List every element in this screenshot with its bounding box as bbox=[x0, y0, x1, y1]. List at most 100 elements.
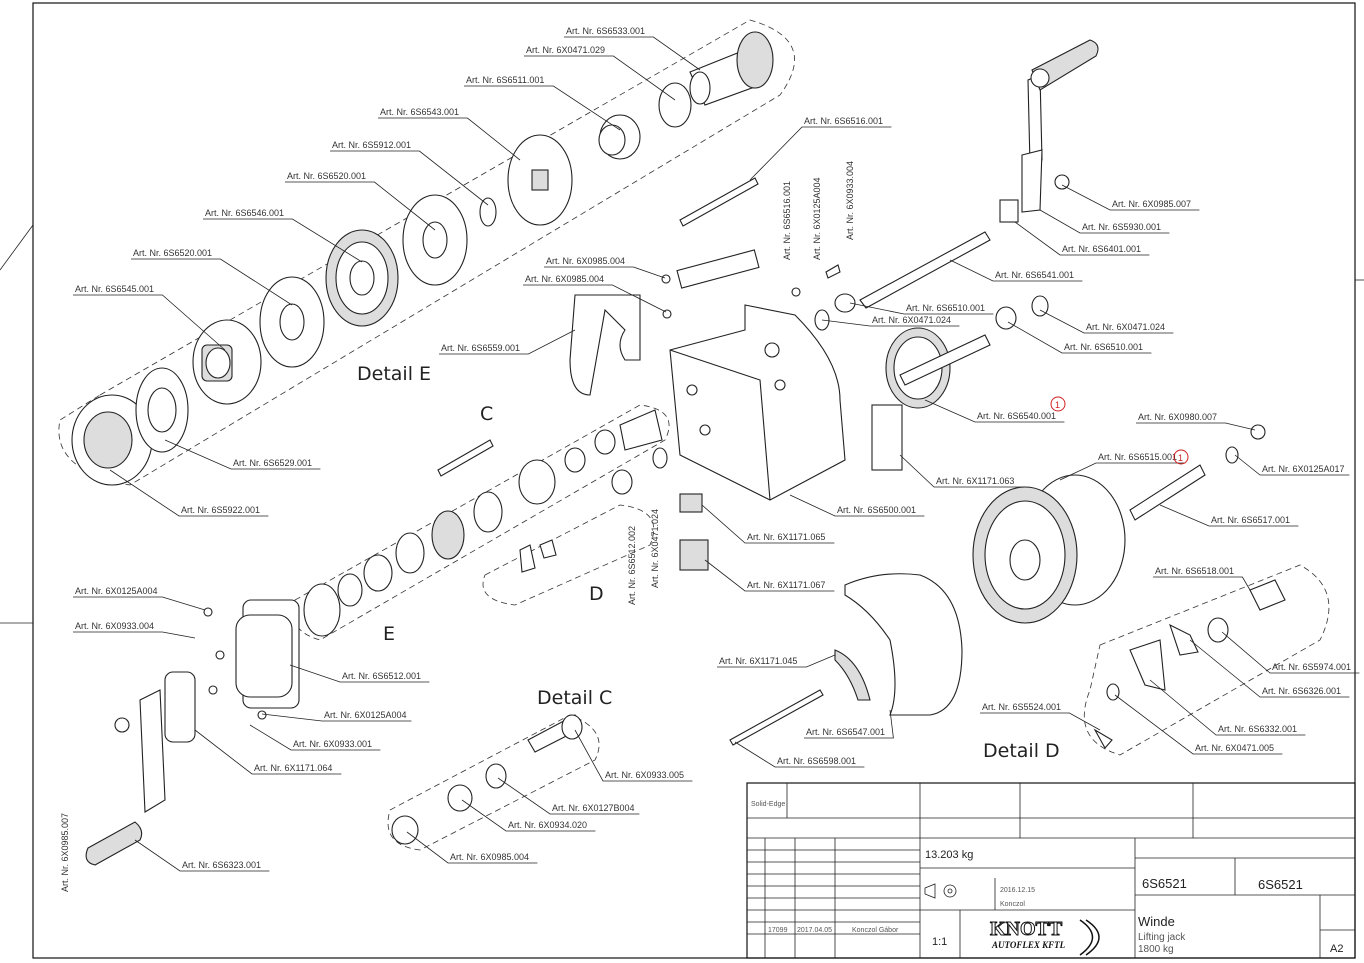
callout-label: Art. Nr. 6S6517.001 bbox=[1211, 515, 1290, 525]
callout-label: Art. Nr. 6S6510.001 bbox=[906, 303, 985, 313]
callout-label: Art. Nr. 6S6541.001 bbox=[995, 270, 1074, 280]
shaft-6s6517 bbox=[1129, 464, 1206, 521]
crank-handle-6s5930 bbox=[999, 39, 1099, 223]
leader-line bbox=[203, 218, 363, 263]
tb-part-no: 6S6521 bbox=[1258, 877, 1303, 892]
callout-label: Art. Nr. 6X0985.004 bbox=[525, 274, 604, 284]
detail-d-letter: D bbox=[589, 583, 604, 605]
leader-line bbox=[849, 302, 994, 315]
sticker-6x1171-064 bbox=[164, 671, 196, 743]
pinion-shaft-6s6533 bbox=[689, 31, 774, 106]
latch-plate bbox=[676, 249, 760, 289]
leader-line bbox=[1039, 209, 1170, 234]
callout-label: Art. Nr. 6X1171.045 bbox=[719, 656, 797, 666]
callout-label: Art. Nr. 6S6323.001 bbox=[182, 860, 261, 870]
callout-label: Art. Nr. 6X0980.007 bbox=[1138, 412, 1217, 422]
ratchet-wheel-6s6546 bbox=[325, 229, 399, 327]
leader-line bbox=[574, 729, 693, 782]
leader-line bbox=[1159, 504, 1299, 527]
svg-text:1: 1 bbox=[1055, 400, 1060, 410]
leader-line bbox=[899, 454, 1024, 488]
tb-scale: 1:1 bbox=[932, 936, 947, 948]
leader-line bbox=[1039, 309, 1174, 334]
callout-label: Art. Nr. 6S6516.001 bbox=[804, 116, 883, 126]
nut-6x0985-004-c bbox=[391, 815, 419, 845]
leader-line bbox=[285, 181, 436, 231]
callout-label: Art. Nr. 6S6598.001 bbox=[777, 756, 856, 766]
callout-label: Art. Nr. 6X0985.004 bbox=[546, 256, 625, 266]
sticker-6x1171-065 bbox=[679, 493, 703, 513]
sticker-6x1171-063 bbox=[871, 404, 903, 471]
tb-size: A2 bbox=[1330, 943, 1343, 955]
bolt-6s6598 bbox=[729, 689, 824, 746]
leader-line bbox=[73, 294, 226, 351]
leader-line bbox=[330, 150, 489, 206]
small-detail-d bbox=[482, 504, 655, 606]
tb-load: 1800 kg bbox=[1138, 944, 1174, 955]
nut-6x0985-004-a bbox=[661, 274, 671, 284]
callout-label: Art. Nr. 6X0471.024 bbox=[872, 315, 951, 325]
leader-line bbox=[1014, 221, 1150, 256]
tb-mass: 13.203 kg bbox=[925, 849, 973, 861]
revision-rows bbox=[747, 838, 920, 958]
callout-label: Art. Nr. 6S5912.001 bbox=[332, 140, 411, 150]
detail-e-letter: E bbox=[383, 623, 395, 645]
bushing-6s6510-b bbox=[995, 306, 1017, 330]
callout-label: Art. Nr. 6X0933.005 bbox=[605, 770, 684, 780]
revision-mark-2: 1 bbox=[1173, 449, 1189, 465]
leader-line bbox=[1136, 422, 1256, 431]
nut-6x0980-007 bbox=[1250, 424, 1266, 440]
cover-6s5922 bbox=[71, 394, 153, 486]
circlip-6x0471-005 bbox=[1106, 683, 1120, 701]
svg-text:AUTOFLEX KFTL: AUTOFLEX KFTL bbox=[991, 940, 1066, 950]
sticker-6x1171-045 bbox=[834, 649, 871, 701]
vertical-callout-label: Art. Nr. 6X0985.007 bbox=[60, 813, 70, 892]
pin-6s6516 bbox=[679, 177, 759, 227]
leader-line bbox=[378, 117, 521, 161]
callout-label: Art. Nr. 6S5930.001 bbox=[1082, 222, 1161, 232]
bushing-6s6510-a bbox=[834, 293, 856, 313]
leader-line bbox=[821, 319, 960, 327]
callout-label: Art. Nr. 6S6518.001 bbox=[1155, 566, 1234, 576]
nut-6x0985-007-b bbox=[114, 717, 130, 733]
leader-line bbox=[1061, 184, 1200, 211]
callout-label: Art. Nr. 6S5922.001 bbox=[181, 505, 260, 515]
tb-drawing-no: 6S6521 bbox=[1142, 876, 1187, 891]
callout-label: Art. Nr. 6X0934.020 bbox=[508, 820, 587, 830]
tb-title-en: Lifting jack bbox=[1138, 932, 1186, 943]
callout-label: Art. Nr. 6X0471.005 bbox=[1195, 743, 1274, 753]
leader-line bbox=[564, 36, 701, 71]
tb-date: 2016.12.15 bbox=[1000, 887, 1035, 894]
leader-line bbox=[461, 799, 596, 832]
leader-lines bbox=[73, 36, 1360, 872]
callout-label: Art. Nr. 6X0127B004 bbox=[552, 803, 635, 813]
svg-text:1: 1 bbox=[1178, 453, 1183, 463]
callout-label: Art. Nr. 6S6510.001 bbox=[1064, 342, 1143, 352]
leader-line bbox=[1114, 694, 1283, 755]
nut-6x0985-007 bbox=[1054, 174, 1070, 190]
callout-label: Art. Nr. 6S6546.001 bbox=[205, 208, 284, 218]
svg-text:KNOTT: KNOTT bbox=[990, 918, 1063, 940]
callout-label: Art. Nr. 6S6401.001 bbox=[1062, 244, 1141, 254]
gear-6s6540 bbox=[885, 327, 991, 409]
callout-label: Art. Nr. 6S6332.001 bbox=[1218, 724, 1297, 734]
callout-label: Art. Nr. 6X1171.067 bbox=[747, 580, 825, 590]
pawl-6s6332 bbox=[1129, 639, 1166, 691]
callout-label: Art. Nr. 6S6543.001 bbox=[380, 107, 459, 117]
leader-line bbox=[406, 831, 538, 864]
vertical-callout-label: Art. Nr. 6X0125A004 bbox=[812, 177, 822, 260]
callout-label: Art. Nr. 6X1171.064 bbox=[254, 763, 332, 773]
bolts-top-center bbox=[661, 177, 841, 319]
tb-rev-no: 17099 bbox=[768, 927, 788, 934]
leader-line bbox=[164, 439, 321, 470]
callout-label: Art. Nr. 6X0933.004 bbox=[75, 621, 154, 631]
bushing-6s6511 bbox=[598, 114, 641, 160]
callout-label: Art. Nr. 6S6559.001 bbox=[441, 343, 520, 353]
leader-line bbox=[524, 55, 676, 101]
leader-line bbox=[261, 713, 412, 722]
callout-label: Art. Nr. 6X0125A004 bbox=[324, 710, 407, 720]
leader-line bbox=[544, 266, 666, 279]
leader-line bbox=[804, 709, 894, 739]
leader-line bbox=[464, 85, 621, 131]
